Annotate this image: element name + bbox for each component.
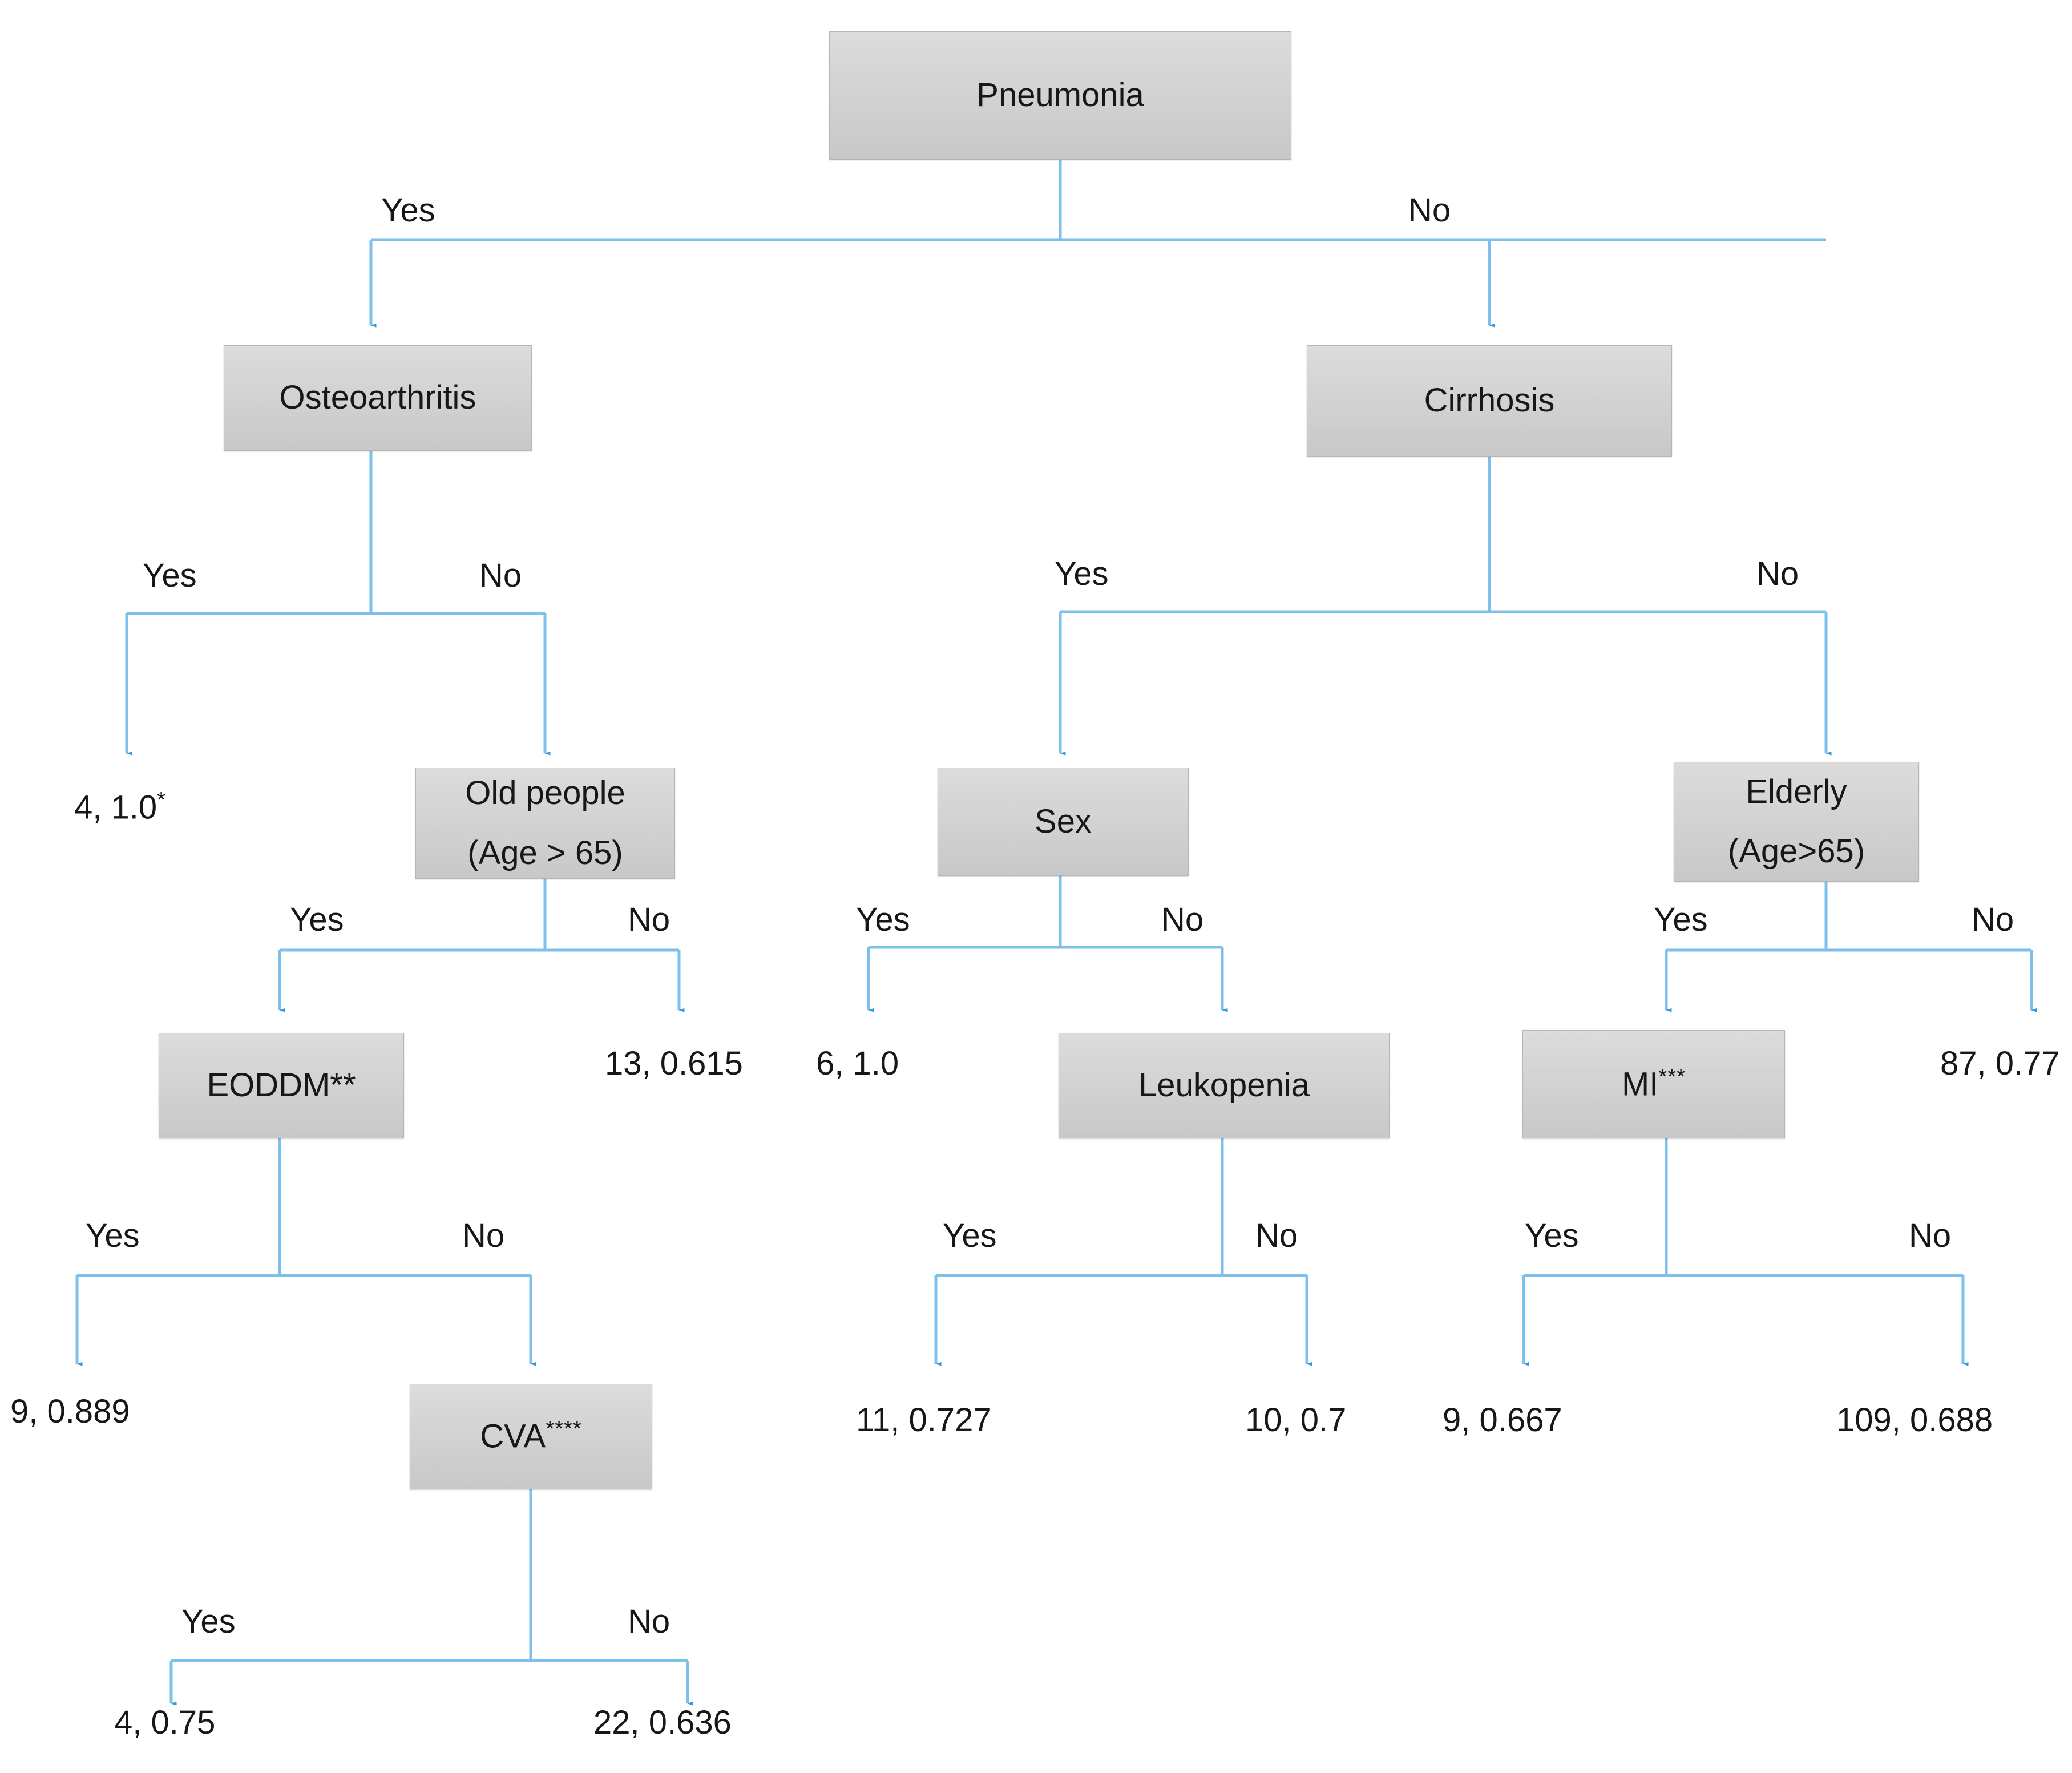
node-cva[interactable]: CVA**** [410, 1384, 652, 1489]
edge-label-sex-no: No [1161, 901, 1204, 938]
leaf-eoddm-yes: 9, 0.889 [10, 1393, 130, 1430]
leaf-sex-yes: 6, 1.0 [816, 1045, 899, 1082]
node-cirrhosis[interactable]: Cirrhosis [1307, 345, 1672, 457]
edge-label-leuko-yes: Yes [943, 1217, 997, 1254]
leaf-elderly-no: 87, 0.77 [1940, 1045, 2060, 1082]
node-eoddm[interactable]: EODDM** [159, 1033, 404, 1138]
edge-label-cirrhosis-no: No [1756, 555, 1799, 592]
node-elderly-line2: (Age>65) [1727, 833, 1865, 870]
node-cva-sup: **** [546, 1416, 582, 1441]
leaf-osteoarthritis-yes-text: 4, 1.0 [74, 789, 157, 826]
leaf-osteoarthritis-yes-sup: * [157, 787, 167, 812]
edge-label-pneumonia-yes: Yes [381, 192, 435, 229]
node-mi-label: MI [1621, 1065, 1659, 1103]
node-old-people-line2: (Age > 65) [467, 834, 623, 871]
leaf-leuko-no: 10, 0.7 [1245, 1402, 1347, 1439]
node-sex-label: Sex [1035, 802, 1092, 840]
node-leukopenia-label: Leukopenia [1138, 1067, 1310, 1104]
leaf-mi-yes: 9, 0.667 [1443, 1402, 1562, 1439]
node-mi[interactable]: MI*** [1522, 1030, 1785, 1138]
edge-label-elderly-yes: Yes [1654, 901, 1708, 938]
node-cirrhosis-label: Cirrhosis [1424, 382, 1555, 419]
node-cva-label: CVA [480, 1417, 546, 1455]
edge-label-cva-yes: Yes [181, 1603, 236, 1640]
edge-label-leuko-no: No [1255, 1217, 1298, 1254]
leaf-cva-yes: 4, 0.75 [114, 1704, 216, 1741]
edge-label-osteo-yes: Yes [143, 557, 197, 594]
edge-label-cirrhosis-yes: Yes [1055, 555, 1109, 592]
leaf-mi-no: 109, 0.688 [1836, 1402, 1993, 1439]
edge-label-mi-yes: Yes [1525, 1217, 1579, 1254]
edge-label-mi-no: No [1909, 1217, 1952, 1254]
node-elderly-line1: Elderly [1746, 773, 1847, 810]
node-osteoarthritis[interactable]: Osteoarthritis [224, 345, 532, 451]
node-pneumonia-label: Pneumonia [976, 76, 1144, 114]
node-sex[interactable]: Sex [938, 768, 1189, 876]
edge-label-elderly-no: No [1972, 901, 2014, 938]
edge-label-pneumonia-no: No [1408, 192, 1451, 229]
node-elderly[interactable]: Elderly (Age>65) [1674, 762, 1919, 882]
leaf-cva-no: 22, 0.636 [593, 1704, 732, 1741]
node-leukopenia[interactable]: Leukopenia [1059, 1033, 1390, 1138]
leaf-oldpeople-no: 13, 0.615 [605, 1045, 743, 1082]
node-eoddm-label: EODDM** [207, 1067, 356, 1104]
edge-label-sex-yes: Yes [856, 901, 910, 938]
node-mi-sup: *** [1658, 1064, 1686, 1089]
edge-label-osteo-no: No [479, 557, 522, 594]
node-pneumonia[interactable]: Pneumonia [829, 31, 1291, 160]
edge-label-cva-no: No [628, 1603, 671, 1640]
node-osteoarthritis-label: Osteoarthritis [279, 379, 476, 417]
node-old-people[interactable]: Old people (Age > 65) [415, 768, 675, 879]
leaf-leuko-yes: 11, 0.727 [856, 1402, 992, 1439]
edge-label-oldpeople-no: No [628, 901, 671, 938]
edge-label-eoddm-yes: Yes [86, 1217, 140, 1254]
node-old-people-line1: Old people [465, 774, 625, 812]
leaf-osteoarthritis-yes: 4, 1.0* [74, 787, 166, 826]
edge-label-oldpeople-yes: Yes [290, 901, 344, 938]
edge-label-eoddm-no: No [462, 1217, 505, 1254]
